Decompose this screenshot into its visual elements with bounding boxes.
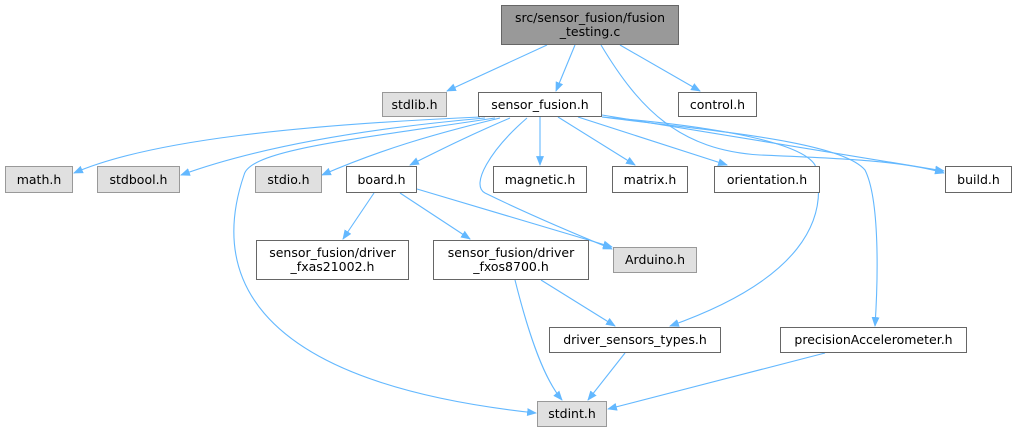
edge-board-fxas bbox=[342, 192, 375, 240]
node-matrix[interactable]: matrix.h bbox=[612, 166, 688, 193]
node-math[interactable]: math.h bbox=[5, 166, 73, 193]
node-root[interactable]: src/sensor_fusion/fusion _testing.c bbox=[501, 5, 679, 45]
edge-sf-dst bbox=[601, 116, 819, 327]
node-fxas21002[interactable]: sensor_fusion/driver _fxas21002.h bbox=[256, 240, 409, 280]
edge-prec-stdint bbox=[607, 352, 826, 411]
node-driver-sensors-types[interactable]: driver_sensors_types.h bbox=[549, 327, 721, 353]
node-control[interactable]: control.h bbox=[678, 92, 757, 117]
edge-sf-matrix bbox=[557, 116, 636, 166]
edge-sf-stdint bbox=[233, 117, 537, 416]
edge-board-fxos bbox=[399, 192, 471, 240]
edge-sf-stdbool bbox=[180, 117, 486, 176]
edge-root-sensor_fusion bbox=[555, 44, 576, 92]
node-sensor-fusion[interactable]: sensor_fusion.h bbox=[478, 92, 602, 117]
node-build[interactable]: build.h bbox=[945, 166, 1012, 193]
node-stdbool[interactable]: stdbool.h bbox=[97, 166, 180, 193]
edge-sf-arduino bbox=[479, 117, 613, 250]
edge-sf-math bbox=[73, 116, 481, 174]
edge-root-control bbox=[619, 44, 701, 92]
edge-fxos-stdint bbox=[514, 279, 563, 401]
edge-board-arduino bbox=[416, 188, 613, 249]
edge-dst-stdint bbox=[587, 352, 626, 401]
node-stdio[interactable]: stdio.h bbox=[255, 166, 322, 193]
node-stdint[interactable]: stdint.h bbox=[537, 401, 607, 427]
edge-root-build bbox=[600, 44, 945, 175]
node-precision-accelerometer[interactable]: precisionAccelerometer.h bbox=[780, 327, 967, 353]
edge-sf-stdio bbox=[321, 117, 501, 176]
edge-root-stdlib bbox=[446, 44, 548, 92]
node-fxos8700[interactable]: sensor_fusion/driver _fxos8700.h bbox=[433, 240, 589, 280]
edge-sf-board bbox=[409, 117, 511, 166]
node-board[interactable]: board.h bbox=[346, 166, 417, 193]
node-stdlib[interactable]: stdlib.h bbox=[382, 92, 447, 117]
node-magnetic[interactable]: magnetic.h bbox=[493, 166, 587, 193]
node-orientation[interactable]: orientation.h bbox=[714, 166, 820, 193]
node-arduino[interactable]: Arduino.h bbox=[613, 247, 697, 273]
edge-sf-prec bbox=[601, 116, 880, 327]
edge-sf-orientation bbox=[577, 116, 728, 167]
edge-fxos-dst bbox=[540, 279, 616, 327]
